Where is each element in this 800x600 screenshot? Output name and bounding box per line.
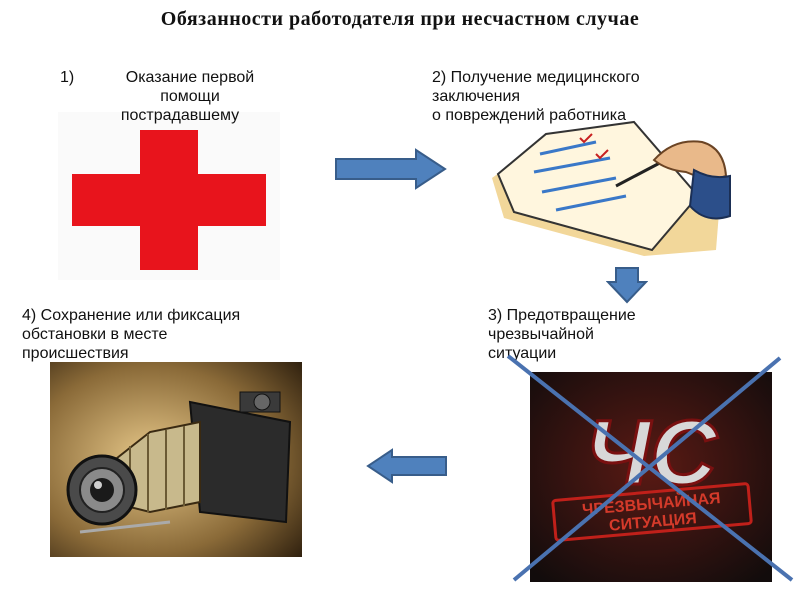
step3-line3: ситуации xyxy=(488,344,708,363)
step4-caption: 4) Сохранение или фиксация обстановки в … xyxy=(22,306,312,363)
step3-line1: 3) Предотвращение xyxy=(488,306,708,325)
step1-number: 1) xyxy=(60,68,74,87)
step2-caption: 2) Получение медицинского заключения о п… xyxy=(432,68,732,125)
step4-line2: обстановки в месте xyxy=(22,325,312,344)
step3-line2: чрезвычайной xyxy=(488,325,708,344)
step4-line3: происшествия xyxy=(22,344,312,363)
step4-line1: 4) Сохранение или фиксация xyxy=(22,306,312,325)
emergency-logo-icon: ЧС ЧРЕЗВЫЧАЙНАЯ СИТУАЦИЯ xyxy=(530,372,772,582)
step2-line2: заключения xyxy=(432,87,732,106)
step2-line1: 2) Получение медицинского xyxy=(432,68,732,87)
step1-line1: Оказание первой xyxy=(90,68,290,87)
camera-icon xyxy=(50,362,302,557)
step3-caption: 3) Предотвращение чрезвычайной ситуации xyxy=(488,306,708,363)
down-arrow-icon xyxy=(606,266,648,304)
step2-line3: о повреждений работника xyxy=(432,106,732,125)
right-arrow-icon xyxy=(334,148,448,190)
left-arrow-icon xyxy=(366,448,448,484)
step1-line3: пострадавшему xyxy=(60,106,300,125)
step1-line2: помощи xyxy=(90,87,290,106)
slide-title: Обязанности работодателя при несчастном … xyxy=(0,8,800,31)
red-cross-icon xyxy=(58,112,280,280)
